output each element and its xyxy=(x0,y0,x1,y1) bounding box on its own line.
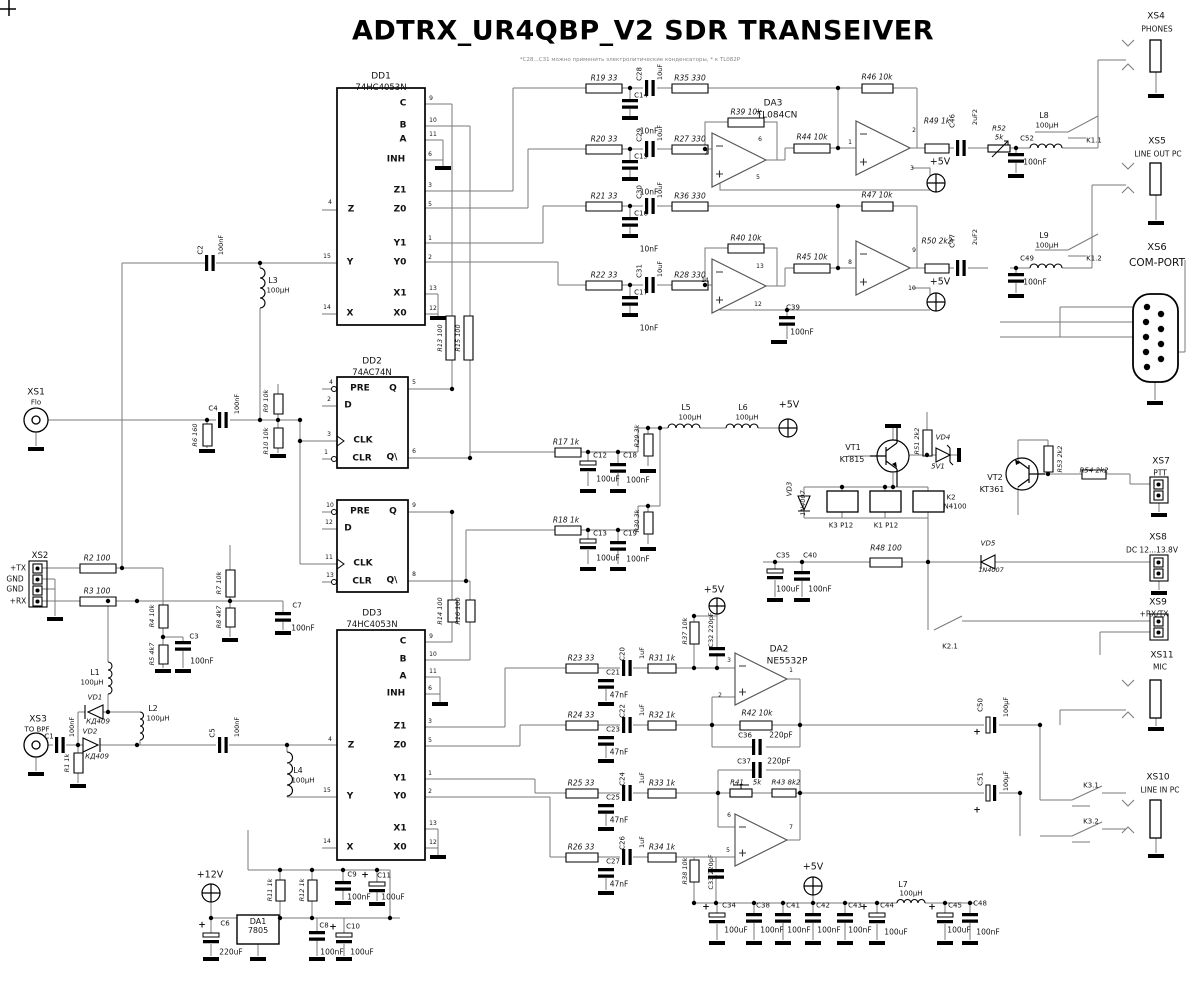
ground-symbols xyxy=(28,94,1167,961)
dd2-ff1-body xyxy=(336,376,409,469)
schematic-title: ADTRX_UR4QBP_V2 SDR TRANSEIVER xyxy=(351,15,935,47)
diode-symbols xyxy=(82,444,996,753)
audio-jacks xyxy=(1149,39,1162,839)
plus5v-symbol xyxy=(778,418,798,438)
vd2-diode xyxy=(82,737,101,753)
vd5-diode xyxy=(979,554,996,570)
relay-k1 xyxy=(869,490,902,513)
dd3-body xyxy=(336,629,426,861)
vd3-diode xyxy=(797,495,811,512)
xs1-bnc xyxy=(23,407,49,433)
xs5-jack xyxy=(1149,162,1162,196)
xs8-header xyxy=(1149,554,1169,582)
trimmer-arrows xyxy=(733,140,1009,789)
vt2-transistor xyxy=(1005,457,1045,491)
dd1-body xyxy=(336,87,426,326)
relay-k2 xyxy=(912,490,945,513)
xs7-header xyxy=(1149,476,1169,504)
opamp-signs xyxy=(716,133,867,857)
da1-body xyxy=(236,914,280,945)
relay-k3 xyxy=(826,490,859,513)
dd2-ff2-body xyxy=(336,499,409,593)
xs10-jack xyxy=(1149,799,1162,839)
power-symbols xyxy=(201,173,946,903)
frame-corner xyxy=(0,0,16,16)
vd1-diode xyxy=(84,704,104,720)
plus5v-symbol xyxy=(708,597,726,615)
plus5v-symbol xyxy=(926,173,946,193)
resistor-symbols xyxy=(73,83,1107,902)
dd2-pin-marks xyxy=(331,386,345,585)
xs6-db9 xyxy=(1132,293,1179,383)
da2-opamp-1 xyxy=(734,652,789,706)
r52-trimmer xyxy=(987,144,1011,153)
da3-opamp-1 xyxy=(711,132,768,188)
plus12v-symbol xyxy=(201,883,221,903)
electrolytic-plus-plates xyxy=(202,460,991,938)
inductor-symbols xyxy=(107,143,1063,904)
xs9-header xyxy=(1149,613,1169,641)
xs4-jack xyxy=(1149,39,1162,73)
da3-opamp-3 xyxy=(711,258,768,314)
da2-opamp-2 xyxy=(734,813,789,867)
wire-network xyxy=(35,39,1186,956)
da3-opamp-4 xyxy=(855,240,912,296)
da3-opamp-2 xyxy=(855,120,912,176)
vt1-transistor xyxy=(870,428,910,487)
junction-dots xyxy=(75,85,1051,921)
schematic-note: *С28...С31 можно применить электролитиче… xyxy=(519,57,741,63)
xs2-header xyxy=(28,560,48,608)
ic-boxes xyxy=(236,87,426,945)
relay-coils xyxy=(826,490,945,513)
xs3-bnc xyxy=(23,732,49,758)
xs11-jack xyxy=(1149,679,1162,719)
opamp-symbols xyxy=(711,120,912,867)
vd4-zener xyxy=(935,444,954,466)
r41-trimmer xyxy=(729,788,753,798)
plus5v-symbol xyxy=(926,292,946,312)
plus5v-symbol xyxy=(803,876,823,896)
